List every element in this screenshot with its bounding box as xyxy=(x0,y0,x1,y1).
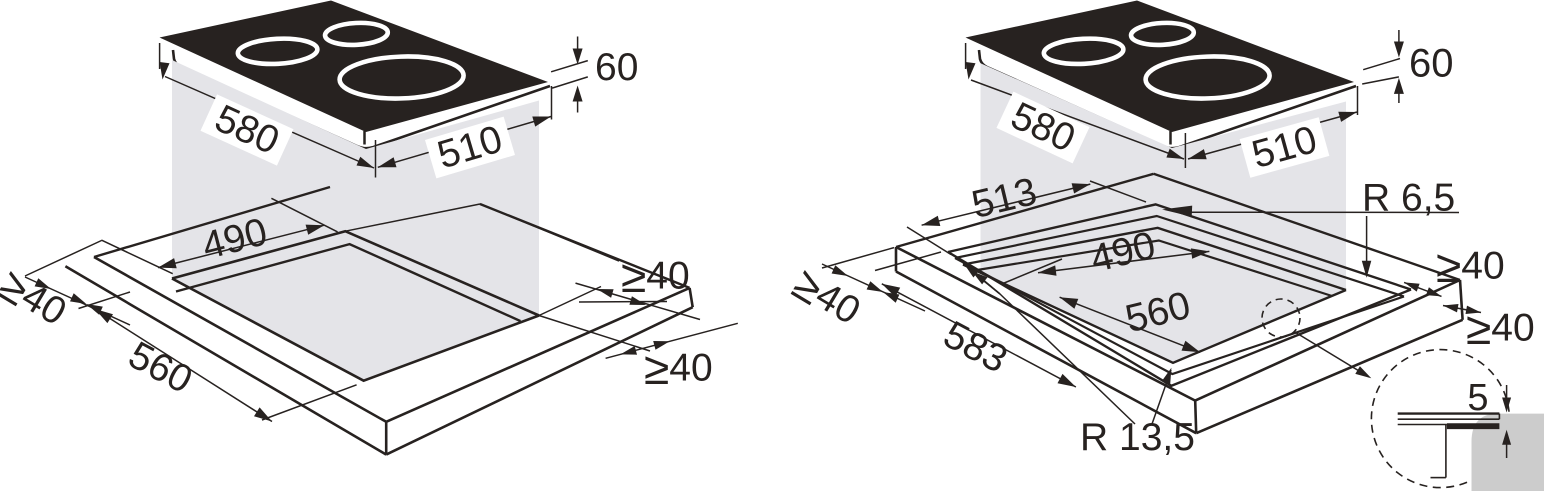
svg-text:≥40: ≥40 xyxy=(621,250,690,302)
svg-text:≥40: ≥40 xyxy=(1436,240,1505,292)
svg-text:≥40: ≥40 xyxy=(1466,302,1535,354)
svg-text:60: 60 xyxy=(595,46,638,89)
svg-text:≥40: ≥40 xyxy=(644,342,713,394)
svg-text:5: 5 xyxy=(1467,377,1488,419)
svg-text:R 13,5: R 13,5 xyxy=(1080,416,1195,459)
svg-text:60: 60 xyxy=(1409,42,1454,86)
